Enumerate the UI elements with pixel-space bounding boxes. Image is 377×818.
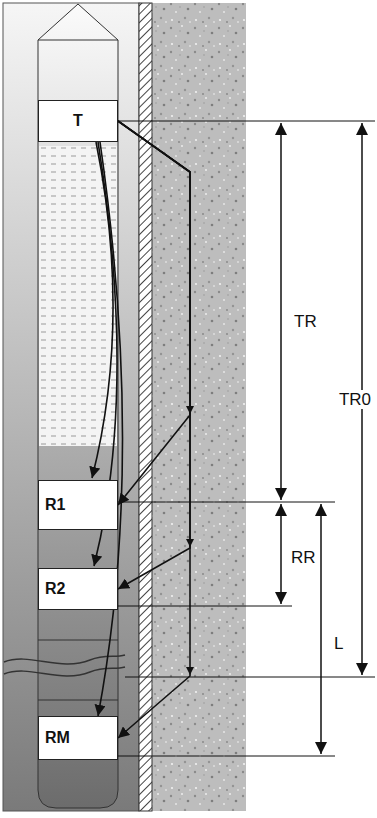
dimension-label: TR xyxy=(292,312,319,331)
transmitter-box: T xyxy=(38,100,118,142)
dimension-arrow xyxy=(280,504,282,604)
node-label: RM xyxy=(45,730,70,746)
break-line xyxy=(4,667,125,676)
direct-ray xyxy=(98,142,123,716)
refracted-ray xyxy=(118,121,190,738)
ray-arrowhead xyxy=(186,667,194,675)
receiver-box: RM xyxy=(38,716,118,760)
extension-line xyxy=(118,121,375,122)
extension-line xyxy=(118,606,292,607)
node-label: R2 xyxy=(45,581,65,597)
refracted-ray xyxy=(118,121,190,505)
tool-body xyxy=(38,4,118,808)
refracted-ray xyxy=(118,121,190,589)
dimension-arrow xyxy=(320,504,322,754)
receiver-box: R1 xyxy=(38,480,118,530)
node-label: R1 xyxy=(45,497,65,513)
borehole-mud xyxy=(3,3,139,811)
extension-line xyxy=(125,677,375,678)
dimension-label: L xyxy=(332,634,345,653)
direct-rays xyxy=(92,142,123,716)
casing xyxy=(139,3,152,811)
direct-ray xyxy=(92,142,113,478)
extension-line xyxy=(118,502,335,503)
extension-line xyxy=(118,756,335,757)
dimension-label: TR0 xyxy=(337,390,373,409)
node-label: T xyxy=(73,113,83,129)
tool-joint xyxy=(38,700,118,701)
ray-arrowhead xyxy=(186,539,194,547)
tool-tip-joint xyxy=(38,40,118,41)
dimension-arrow xyxy=(280,123,282,500)
tool-joint xyxy=(38,640,118,641)
formation xyxy=(152,3,246,811)
dimension-label: RR xyxy=(289,548,318,567)
ray-arrowhead xyxy=(186,406,194,414)
receiver-box: R2 xyxy=(38,568,118,610)
dimension-lines xyxy=(118,121,375,756)
